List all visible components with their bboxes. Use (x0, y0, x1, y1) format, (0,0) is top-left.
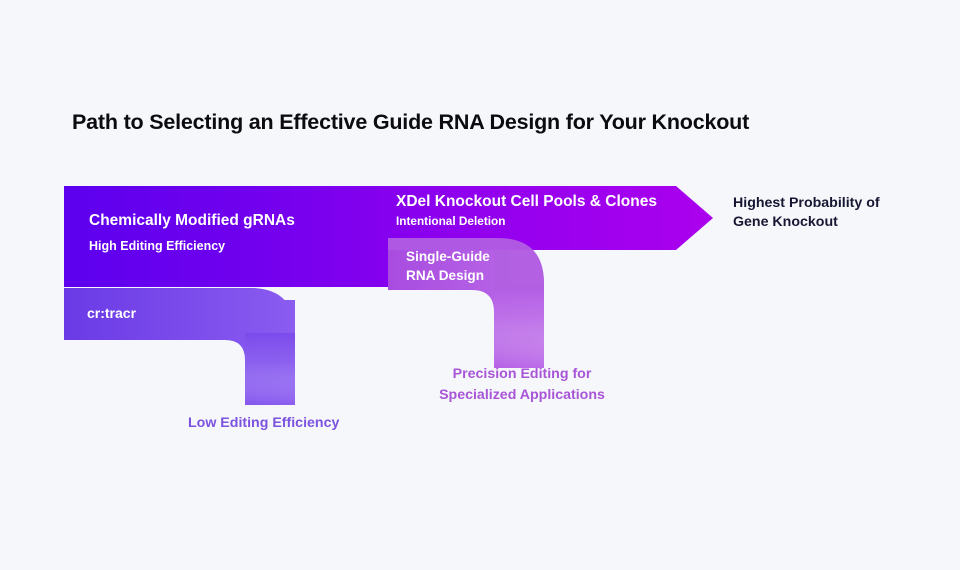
primary-flow-band (64, 186, 713, 287)
branch-crtracr-elbow (64, 288, 295, 405)
outcome-label-primary: Highest Probability of Gene Knockout (733, 195, 880, 230)
arrow-band-subtitle: Intentional Deletion (396, 214, 506, 228)
arrow-band-title: XDel Knockout Cell Pools & Clones (396, 193, 657, 210)
primary-band-title: Chemically Modified gRNAs (89, 212, 295, 229)
primary-band-subtitle: High Editing Efficiency (89, 239, 226, 253)
page-title: Path to Selecting an Effective Guide RNA… (72, 110, 750, 134)
sgrna-inset-block (388, 238, 544, 290)
outcome-label-crtracr: Low Editing Efficiency (188, 415, 340, 431)
outcome-label-sgrna: Precision Editing for Specialized Applic… (439, 366, 605, 403)
branch-label-crtracr: cr:tracr (87, 305, 137, 321)
branch-label-sgrna: Single-Guide RNA Design (406, 249, 490, 283)
